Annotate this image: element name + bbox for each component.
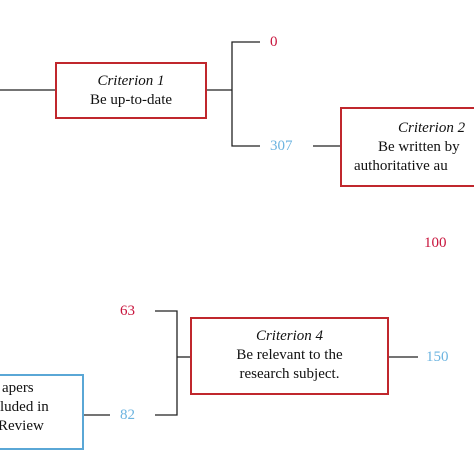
criterion-1-box: Criterion 1 Be up-to-date (55, 62, 207, 119)
count-criterion-4-fail: 63 (120, 303, 135, 319)
included-line3: Review (0, 418, 44, 434)
criterion-1-title: Criterion 1 (97, 73, 165, 89)
criterion-2-title: Criterion 2 (398, 120, 466, 136)
criterion-2-line1: Be written by (378, 139, 460, 155)
included-line2: luded in (0, 399, 49, 415)
count-criterion-1-pass: 307 (270, 138, 293, 154)
included-line1: apers (2, 380, 34, 396)
count-criterion-2-fail: 100 (424, 235, 447, 251)
criterion-2-box: Criterion 2 Be written by authoritative … (340, 107, 474, 187)
count-criterion-4-input: 150 (426, 349, 449, 365)
criterion-2-line2: authoritative au (354, 158, 448, 174)
included-papers-box: apers luded in Review (0, 374, 84, 450)
criterion-4-title: Criterion 4 (255, 328, 324, 344)
criterion-1-text: Be up-to-date (89, 92, 173, 108)
count-criterion-4-pass: 82 (120, 407, 135, 423)
criterion-4-line1: Be relevant to the (236, 347, 343, 363)
count-criterion-1-fail: 0 (270, 34, 278, 50)
criterion-4-box: Criterion 4 Be relevant to the research … (190, 317, 389, 395)
criterion-4-line2: research subject. (239, 366, 340, 382)
